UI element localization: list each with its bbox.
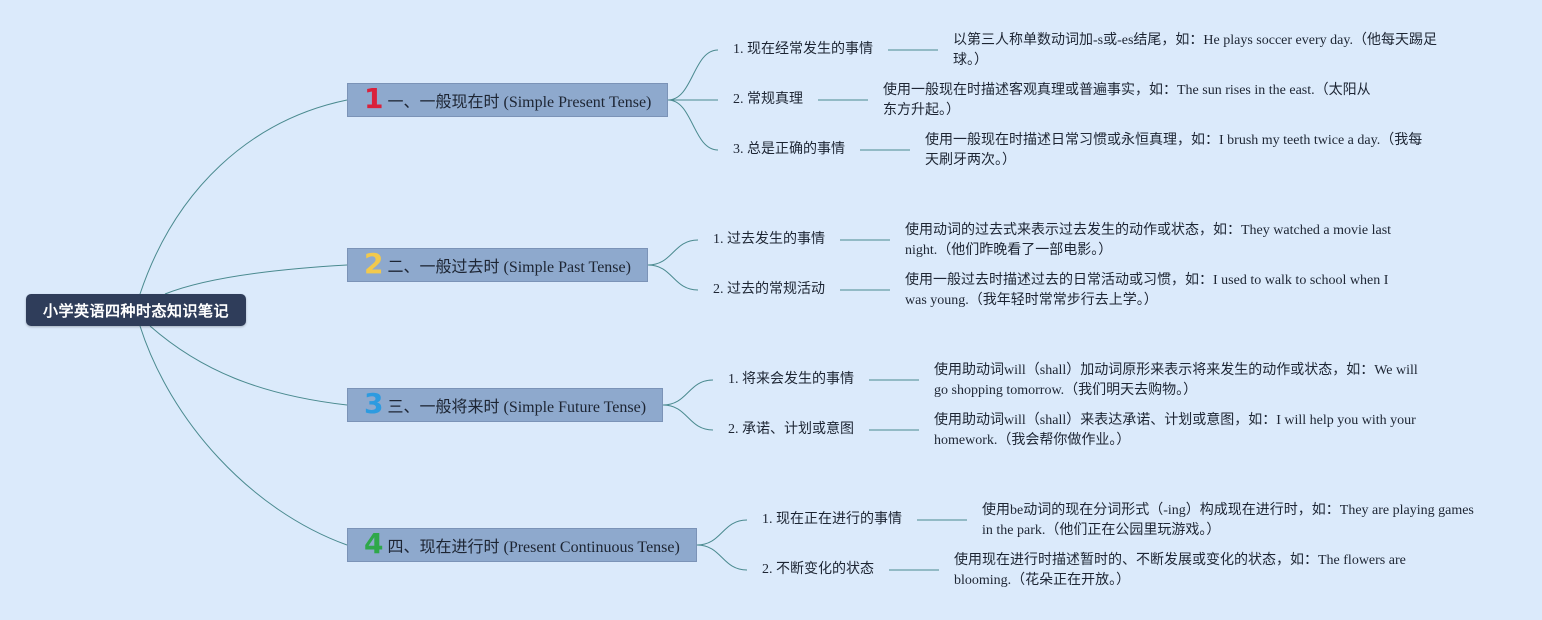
branch3-fork-1 — [662, 379, 714, 406]
topic-past-events[interactable]: 1. 过去发生的事情 — [713, 232, 825, 247]
branch-label: 二、一般过去时 (Simple Past Tense) — [387, 259, 631, 276]
topic-present-frequent[interactable]: 1. 现在经常发生的事情 — [733, 42, 873, 57]
root-link-3 — [149, 325, 348, 406]
branch4-fork-2 — [696, 544, 748, 571]
desc-present-frequent: 以第三人称单数动词加-s或-es结尾，如：He plays soccer eve… — [953, 33, 1437, 68]
branch-simple-future[interactable]: 3 三、一般将来时 (Simple Future Tense) — [347, 388, 663, 422]
topic-ongoing-now[interactable]: 1. 现在正在进行的事情 — [762, 512, 902, 527]
topic-general-truth[interactable]: 2. 常规真理 — [733, 92, 803, 107]
branch-simple-present[interactable]: 1 一、一般现在时 (Simple Present Tense) — [347, 83, 668, 117]
root-link-1 — [139, 99, 348, 295]
root-link-2 — [164, 264, 348, 295]
number-3-icon: 3 — [364, 387, 384, 420]
desc-general-truth: 使用一般现在时描述客观真理或普遍事实，如：The sun rises in th… — [883, 83, 1371, 118]
number-2-icon: 2 — [364, 247, 384, 280]
topic-promise-plan[interactable]: 2. 承诺、计划或意图 — [728, 422, 854, 437]
branch3-fork-2 — [662, 404, 714, 431]
branch-label: 一、一般现在时 (Simple Present Tense) — [387, 94, 652, 111]
desc-always-true: 使用一般现在时描述日常习惯或永恒真理，如：I brush my teeth tw… — [925, 133, 1423, 168]
branch1-fork-3 — [667, 99, 719, 151]
branch1-fork-1 — [667, 49, 719, 101]
root-label: 小学英语四种时态知识笔记 — [42, 301, 229, 320]
branch4-fork-1 — [696, 519, 748, 546]
number-1-icon: 1 — [364, 82, 384, 115]
topic-past-routine[interactable]: 2. 过去的常规活动 — [713, 282, 825, 297]
number-4-icon: 4 — [364, 527, 384, 560]
branch2-fork-1 — [647, 239, 699, 266]
branch-present-continuous[interactable]: 4 四、现在进行时 (Present Continuous Tense) — [347, 528, 697, 562]
desc-ongoing-now: 使用be动词的现在分词形式（-ing）构成现在进行时，如：They are pl… — [982, 503, 1474, 538]
branch-label: 三、一般将来时 (Simple Future Tense) — [387, 399, 647, 416]
branch-simple-past[interactable]: 2 二、一般过去时 (Simple Past Tense) — [347, 248, 648, 282]
desc-past-routine: 使用一般过去时描述过去的日常活动或习惯，如：I used to walk to … — [905, 273, 1389, 308]
desc-past-events: 使用动词的过去式来表示过去发生的动作或状态，如：They watched a m… — [905, 223, 1392, 258]
branch-label: 四、现在进行时 (Present Continuous Tense) — [387, 539, 680, 556]
desc-changing-state: 使用现在进行时描述暂时的、不断发展或变化的状态，如：The flowers ar… — [954, 553, 1406, 588]
desc-promise-plan: 使用助动词will（shall）来表达承诺、计划或意图，如：I will hel… — [934, 413, 1416, 448]
topic-changing-state[interactable]: 2. 不断变化的状态 — [762, 562, 874, 577]
topic-always-true[interactable]: 3. 总是正确的事情 — [733, 142, 845, 157]
branch2-fork-2 — [647, 264, 699, 291]
root-link-4 — [139, 325, 348, 546]
root-node[interactable]: 小学英语四种时态知识笔记 — [26, 294, 246, 326]
desc-future-events: 使用助动词will（shall）加动词原形来表示将来发生的动作或状态，如：We … — [934, 363, 1418, 398]
topic-future-events[interactable]: 1. 将来会发生的事情 — [728, 372, 854, 387]
